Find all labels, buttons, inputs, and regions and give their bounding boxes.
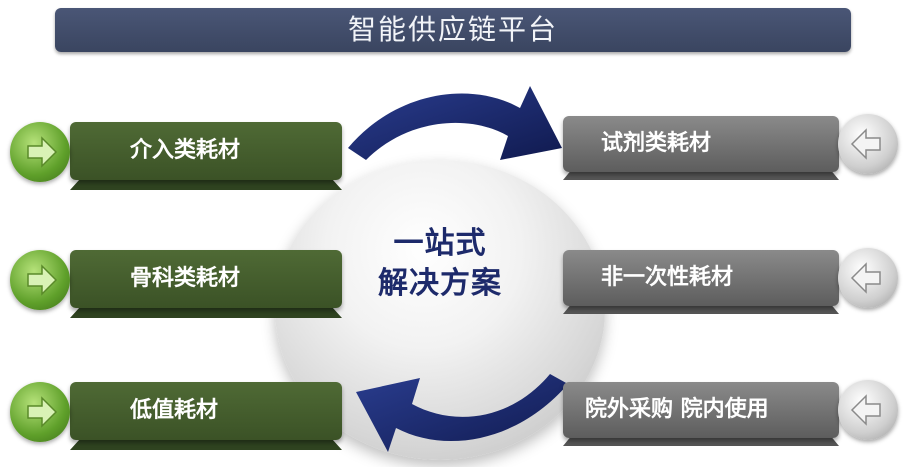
bottom-cycle-arrow-icon xyxy=(356,374,568,452)
center-label: 一站式 解决方案 xyxy=(330,224,550,304)
right-item-non-disposable[interactable]: 非一次性耗材 xyxy=(563,250,839,306)
page-title: 智能供应链平台 xyxy=(55,8,851,52)
right-item-external-purchase[interactable]: 院外采购 院内使用 xyxy=(563,382,839,438)
left-item-interventional[interactable]: 介入类耗材 xyxy=(70,122,342,180)
top-cycle-arrow-icon xyxy=(348,86,562,160)
right-arrow-icon xyxy=(10,382,70,442)
right-bar-base xyxy=(563,170,839,180)
left-bar-base xyxy=(70,438,342,450)
left-arrow-icon xyxy=(838,380,898,440)
left-bar-base xyxy=(70,306,342,318)
right-arrow-icon xyxy=(10,250,70,310)
right-bar-base xyxy=(563,304,839,314)
right-bar-base xyxy=(563,436,839,446)
left-bar-base xyxy=(70,178,342,190)
left-arrow-icon xyxy=(838,248,898,308)
right-item-reagent[interactable]: 试剂类耗材 xyxy=(563,116,839,172)
left-item-orthopedic[interactable]: 骨科类耗材 xyxy=(70,250,342,308)
left-item-low-value[interactable]: 低值耗材 xyxy=(70,382,342,440)
center-label-line2: 解决方案 xyxy=(378,266,502,301)
center-label-line1: 一站式 xyxy=(393,226,487,261)
left-arrow-icon xyxy=(838,114,898,174)
right-arrow-icon xyxy=(10,122,70,182)
